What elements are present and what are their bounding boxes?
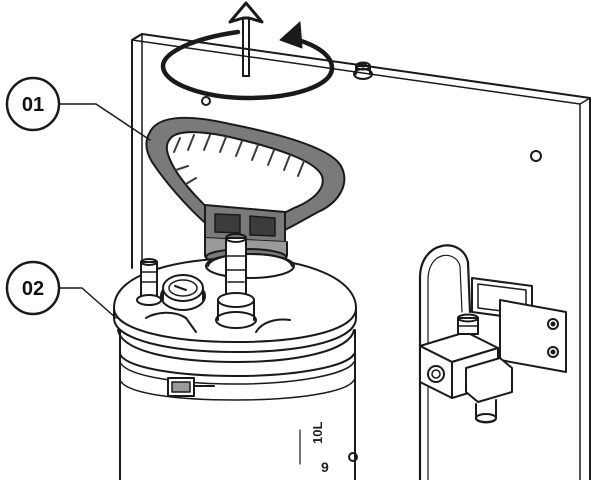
- up-arrow-icon: [228, 1, 264, 77]
- mounting-hole: [201, 96, 211, 106]
- callout-leader-02: [59, 287, 117, 319]
- relief-valve: [136, 258, 162, 306]
- panel-screw: [353, 61, 373, 80]
- callout-label: 01: [22, 94, 44, 116]
- callout-02: 02: [5, 260, 61, 316]
- callout-label: 02: [22, 278, 44, 300]
- back-panel: [131, 33, 591, 480]
- rotate-arrow-icon: [160, 21, 335, 101]
- solenoid-valve: [418, 244, 567, 480]
- mounting-hole: [348, 452, 358, 462]
- callout-leader-01: [59, 103, 151, 141]
- mounting-hole: [530, 150, 542, 162]
- tank-partial-label: 9: [321, 459, 329, 475]
- outlet-connector: [215, 233, 257, 329]
- callout-01: 01: [5, 76, 61, 132]
- tank: [113, 233, 357, 480]
- pressure-gauge: [160, 274, 206, 311]
- tank-capacity-label: 10L: [310, 422, 325, 444]
